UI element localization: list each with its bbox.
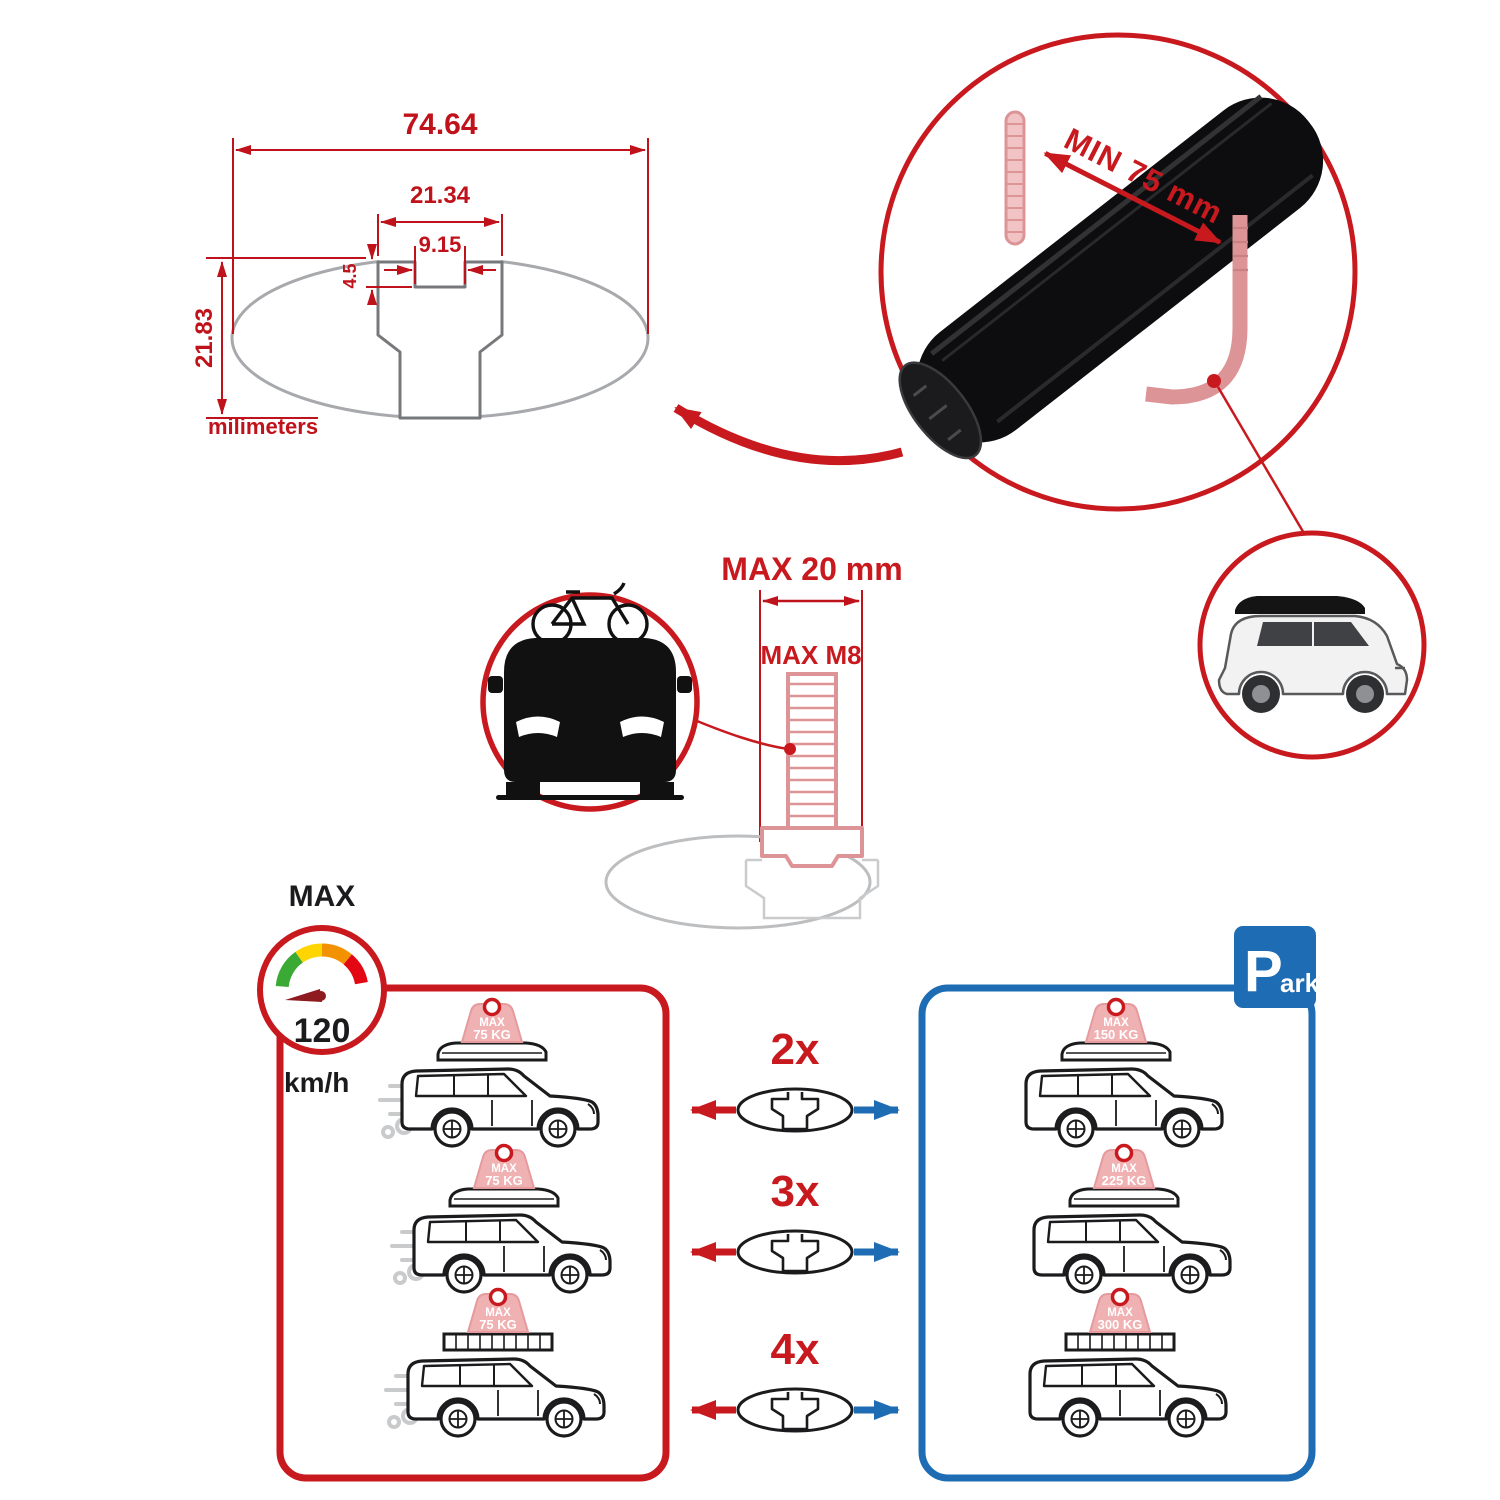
tbolt-dimension-diagram: MAX 20 mm MAX M8 <box>604 551 903 930</box>
tbolt <box>760 672 864 868</box>
bolt-max-thread-label: MAX M8 <box>760 640 861 670</box>
car-front-art <box>488 638 692 800</box>
load-tag: MAX 75 KG <box>466 1287 530 1333</box>
crossbar-dimension-drawing: 74.64 21.34 9.15 4.5 21.83 milimeters <box>191 108 650 439</box>
parked-car-row-3: MAX 300 KG <box>1028 1287 1228 1438</box>
tag-weight: 75 KG <box>473 1027 511 1042</box>
parked-car-row-2: MAX 225 KG <box>1032 1143 1232 1294</box>
parked-car-row-1: MAX 150 KG <box>1024 997 1224 1148</box>
connector-line-bike <box>696 719 789 751</box>
tag-weight: 75 KG <box>479 1317 517 1332</box>
load-tag: MAX 75 KG <box>460 997 524 1043</box>
connector-dot <box>784 743 796 755</box>
driving-car-row-1: MAX 75 KG <box>378 997 600 1148</box>
load-tag: MAX 150 KG <box>1084 997 1148 1043</box>
roof-box <box>1235 596 1365 614</box>
multiplier-row-1: 2x <box>690 1025 900 1133</box>
bolt-max-width-label: MAX 20 mm <box>721 551 902 587</box>
multiplier-row-3: 4x <box>690 1325 900 1433</box>
detail-pointer-arrow <box>673 404 904 466</box>
load-tag: MAX 225 KG <box>1092 1143 1156 1189</box>
tag-weight: 75 KG <box>485 1173 523 1188</box>
profile-outline <box>376 260 504 420</box>
driving-car-row-3: MAX 75 KG <box>384 1287 606 1438</box>
dim-depth: 4.5 <box>340 263 360 288</box>
tag-max: MAX <box>1107 1307 1133 1319</box>
clamp-hook <box>1145 215 1248 405</box>
connector-line-suv <box>1216 386 1307 536</box>
multiplier-row-2: 3x <box>690 1167 900 1275</box>
multiplier-label: 2x <box>771 1025 820 1074</box>
car-front-bike-detail <box>480 582 700 812</box>
slot-profile-light <box>744 858 880 920</box>
tag-max: MAX <box>1111 1163 1137 1175</box>
tag-weight: 150 KG <box>1094 1027 1139 1042</box>
tag-weight: 225 KG <box>1102 1173 1147 1188</box>
park-sign-p: P <box>1244 939 1283 1004</box>
gauge-needle <box>285 989 322 1002</box>
crossbar-min-span-detail: MIN 75 mm <box>878 32 1358 512</box>
park-sign-ark: ark <box>1280 968 1320 998</box>
dim-total-width: 74.64 <box>402 108 477 141</box>
dim-height: 21.83 <box>191 308 218 368</box>
dim-inner-slot: 9.15 <box>419 232 462 257</box>
tag-max: MAX <box>479 1017 505 1029</box>
tag-max: MAX <box>1103 1017 1129 1029</box>
tag-weight: 300 KG <box>1098 1317 1143 1332</box>
gauge-value: 120 <box>294 1012 351 1050</box>
bike-icon <box>531 582 649 645</box>
unit-label: milimeters <box>208 414 318 439</box>
multiplier-label: 4x <box>771 1325 820 1374</box>
load-tag: MAX 300 KG <box>1088 1287 1152 1333</box>
load-tag: MAX 75 KG <box>472 1143 536 1189</box>
multiplier-label: 3x <box>771 1167 820 1216</box>
park-sign: P ark <box>1234 926 1320 1008</box>
driving-car-row-2: MAX 75 KG <box>390 1143 612 1294</box>
suv-roofbox-detail <box>1197 530 1427 760</box>
tag-max: MAX <box>491 1163 517 1175</box>
clamp-point-dot <box>1207 374 1221 388</box>
gauge-unit: km/h <box>284 1067 349 1098</box>
dim-outer-slot: 21.34 <box>410 182 471 209</box>
tag-max: MAX <box>485 1307 511 1319</box>
gauge-title: MAX <box>289 880 356 913</box>
clamp-rod <box>1004 110 1026 246</box>
speed-gauge: MAX 120 km/h <box>257 880 387 1098</box>
suv-side-art <box>1217 596 1409 713</box>
